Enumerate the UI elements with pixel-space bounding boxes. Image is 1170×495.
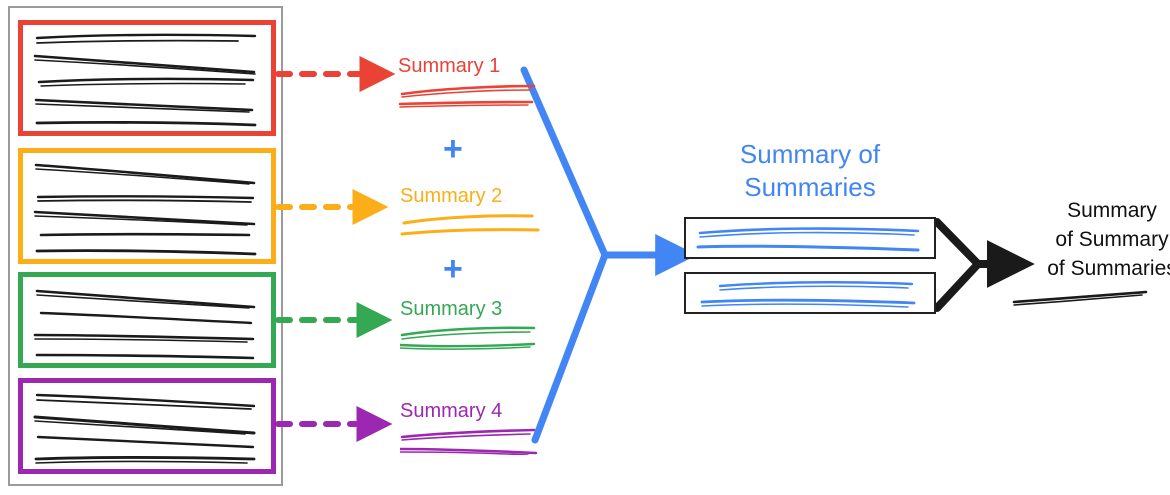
summary-of-summaries-box-2[interactable] xyxy=(684,272,936,314)
plus-operator-1: + xyxy=(443,130,463,168)
doc-group-4[interactable] xyxy=(18,378,276,474)
summary-4-block[interactable]: Summary 4 xyxy=(400,400,540,455)
sos-title-line-2: Summaries xyxy=(744,172,876,202)
final-output-scribble xyxy=(1010,288,1150,313)
doc-group-2-scribble xyxy=(33,163,257,256)
doc-group-1[interactable] xyxy=(18,20,276,136)
source-documents-container xyxy=(8,6,283,486)
summary-1-block[interactable]: Summary 1 xyxy=(398,55,538,108)
sos-title-line-1: Summary of xyxy=(739,139,881,169)
doc-group-3[interactable] xyxy=(18,272,276,368)
sos-box-1-scribble xyxy=(696,227,920,252)
doc-group-1-scribble xyxy=(33,33,257,127)
summary-4-scribble xyxy=(400,427,540,455)
summary-2-scribble xyxy=(400,213,540,239)
summary-1-label: Summary 1 xyxy=(398,55,501,77)
summary-of-summaries-box-1[interactable] xyxy=(684,217,936,259)
final-output-title: Summary of Summary of Summaries xyxy=(1022,196,1170,283)
summary-4-label: Summary 4 xyxy=(400,400,503,422)
sos-box-2-scribble xyxy=(700,281,916,308)
summary-3-label: Summary 3 xyxy=(400,298,503,320)
doc-group-4-scribble xyxy=(33,393,256,464)
summary-2-label: Summary 2 xyxy=(400,185,503,207)
final-title-line-2: of Summary xyxy=(1055,228,1169,251)
final-title-line-1: Summary xyxy=(1067,199,1157,222)
plus-operator-2: + xyxy=(443,250,463,288)
summary-2-block[interactable]: Summary 2 xyxy=(400,185,540,239)
doc-group-3-scribble xyxy=(33,289,256,360)
summary-3-block[interactable]: Summary 3 xyxy=(400,298,540,351)
final-title-line-3: of Summaries xyxy=(1047,257,1170,280)
summary-3-scribble xyxy=(400,325,540,351)
summary-1-scribble xyxy=(398,82,538,108)
summary-of-summaries-title: Summary of Summaries xyxy=(680,138,940,204)
doc-group-2[interactable] xyxy=(18,148,276,264)
